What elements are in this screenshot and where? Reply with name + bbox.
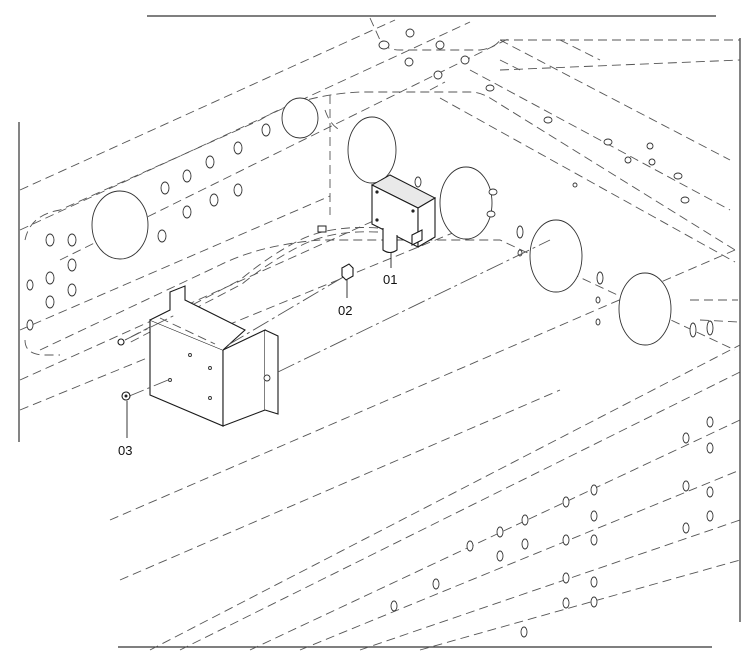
frame-holes [26,28,714,638]
mounting-bracket [149,285,279,427]
screw-02 [341,263,354,281]
callout-leaders [126,252,392,438]
callout-02-label: 02 [338,303,352,318]
sensor-cable [124,225,379,345]
assembly-axis-lines [124,239,551,398]
callout-03-label: 03 [118,443,132,458]
drawing-frame [18,15,741,648]
callout-01-label: 01 [383,272,397,287]
nut-03 [117,338,131,401]
sensor-unit [370,174,437,254]
